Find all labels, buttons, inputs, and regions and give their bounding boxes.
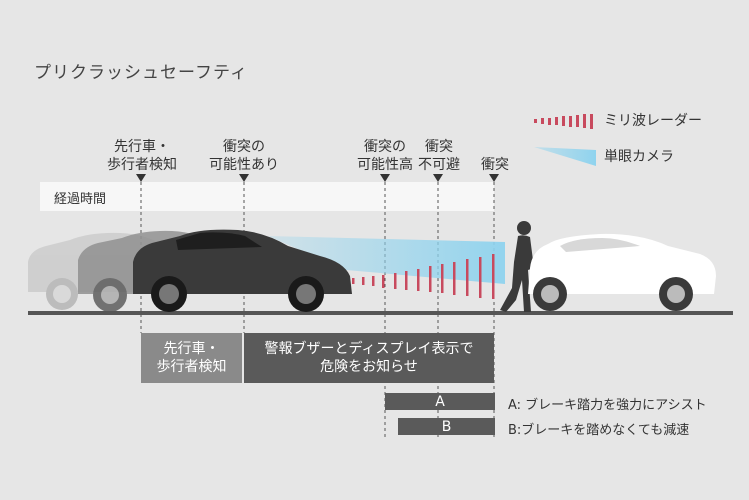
timeline-label: 経過時間 [54,192,107,207]
warning-box-line: 危険をお知らせ [320,359,418,375]
front-car [528,233,716,311]
marker-triangle [136,174,146,182]
stage-label-high: 衝突の 可能性高 [335,138,435,174]
detect-box: 先行車・ 歩行者検知 [141,333,242,383]
stage-label-collision: 衝突 [467,156,523,174]
marker-triangle [489,174,499,182]
timeline-bar [40,182,494,211]
pedestrian [500,221,534,312]
stage-label-line: 可能性高 [357,157,413,173]
stage-label-line: 歩行者検知 [107,157,177,173]
warning-box: 警報ブザーとディスプレイ表示で 危険をお知らせ [244,333,494,383]
phase-b-description: B:ブレーキを踏めなくても減速 [508,423,690,438]
legend: ミリ波レーダー 単眼カメラ [532,108,732,168]
marker-triangle [380,174,390,182]
radar-legend-icon [534,114,593,129]
marker-triangle [239,174,249,182]
stage-label-line: 先行車・ [114,139,170,155]
marker-triangle [433,174,443,182]
stage-label-line: 可能性あり [209,157,279,173]
stage-label-line: 衝突の [223,139,265,155]
camera-legend-label: 単眼カメラ [604,149,674,165]
phase-b-bar: B [398,418,495,435]
stage-label-line: 衝突 [425,139,453,155]
stage-label-line: 衝突の [364,139,406,155]
stage-label-line: 衝突 [481,157,509,173]
phase-a-label: A [435,393,445,410]
stage-label-unavoidable: 衝突 不可避 [404,138,474,174]
warning-box-line: 警報ブザーとディスプレイ表示で [264,341,474,357]
detect-box-line: 歩行者検知 [156,359,227,375]
detect-box-line: 先行車・ [163,341,220,357]
phase-b-label: B [441,418,452,435]
main-car [133,229,352,312]
camera-legend-icon [534,147,596,166]
road [28,311,733,315]
stage-label-detect: 先行車・ 歩行者検知 [92,138,192,174]
phase-a-description: A: ブレーキ踏力を強力にアシスト [508,398,707,413]
stage-label-possible: 衝突の 可能性あり [194,138,294,174]
radar-legend-label: ミリ波レーダー [604,113,702,129]
radar-waves [352,254,495,299]
diagram-title: プリクラッシュセーフティ [34,63,248,83]
stage-label-line: 不可避 [418,157,460,173]
phase-a-bar: A [385,393,495,410]
camera-beam [268,236,505,284]
